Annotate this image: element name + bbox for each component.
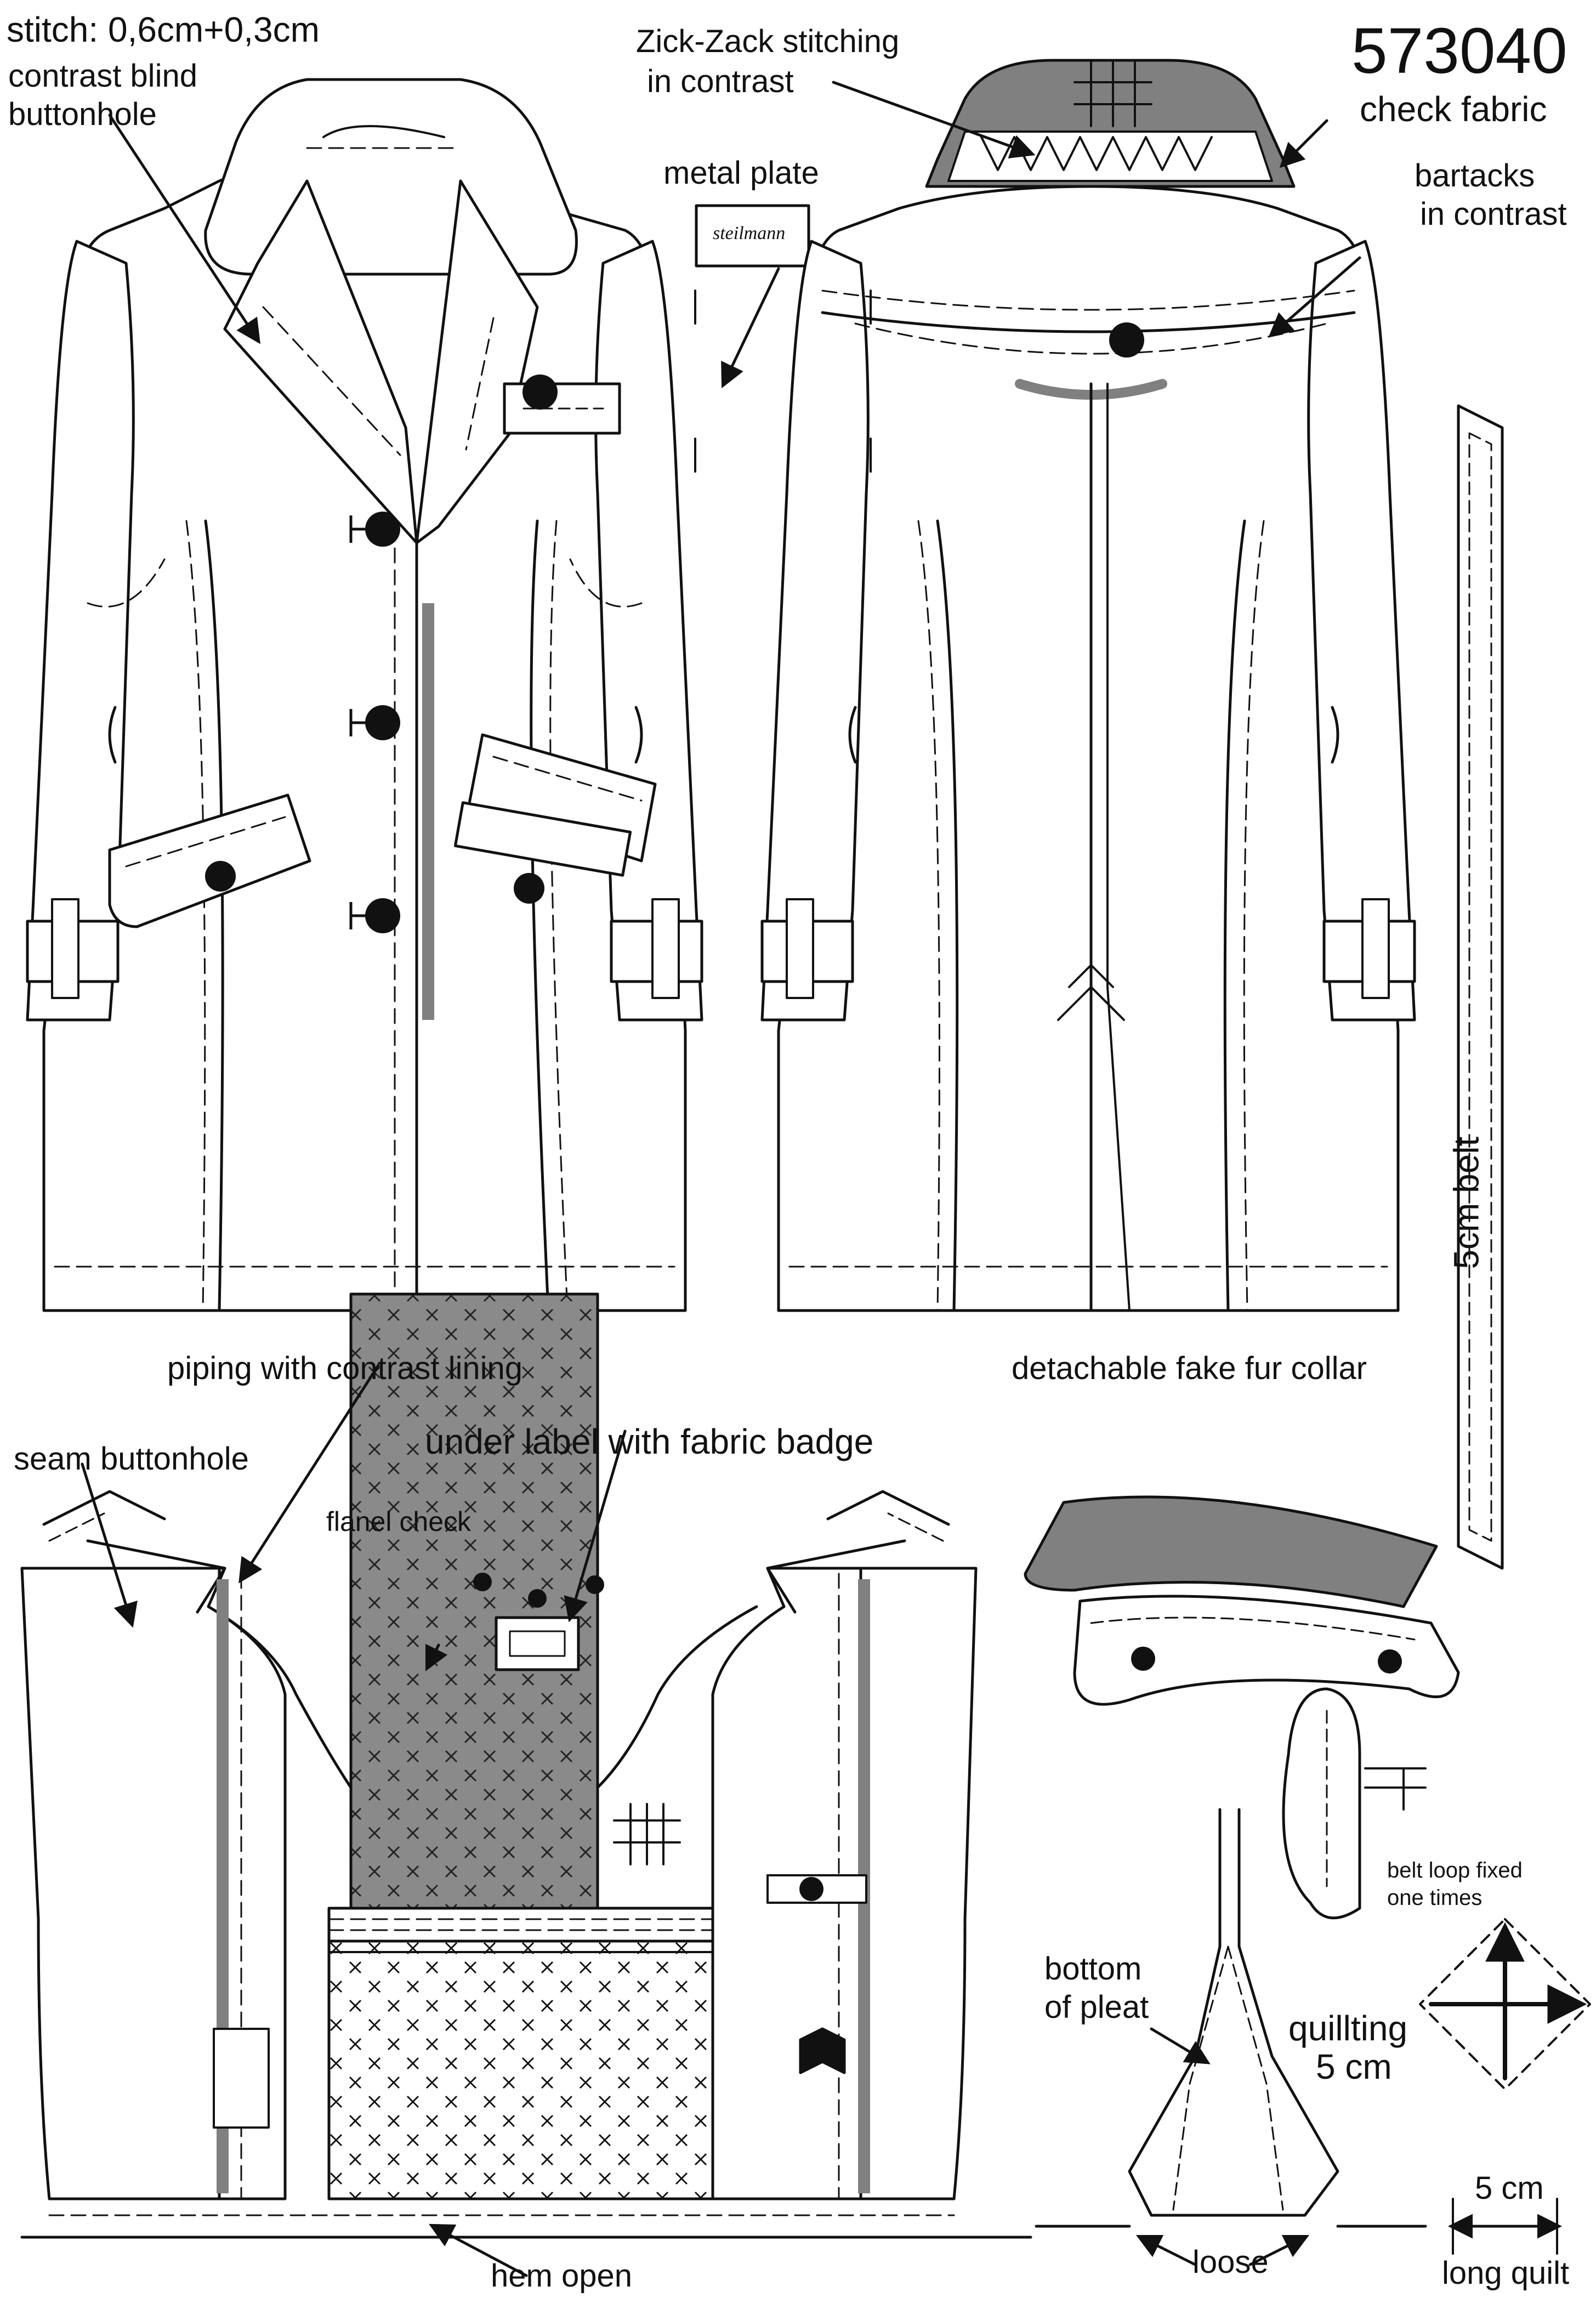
belt-loop bbox=[1282, 1687, 1361, 1920]
callout-blind-buttonhole-line1: contrast blind bbox=[8, 58, 197, 94]
callout-flanel-check: flanel check bbox=[326, 1506, 472, 1537]
button-dot-icon bbox=[514, 873, 544, 904]
pleat-detail bbox=[1035, 1808, 1427, 2228]
callout-pleat-line2: of pleat bbox=[1044, 1989, 1149, 2025]
front-pocket-flap-left bbox=[108, 793, 311, 928]
callout-belt-loop-line1: belt loop fixed bbox=[1387, 1858, 1523, 1882]
callout-bartacks-line1: bartacks bbox=[1415, 158, 1535, 194]
inside-lining-lower bbox=[327, 1918, 758, 2200]
inside-view bbox=[20, 1292, 1032, 2239]
callout-hem-open: hem open bbox=[491, 2258, 632, 2294]
back-body-outline bbox=[777, 185, 1400, 1312]
callout-bartacks-line2: in contrast bbox=[1420, 196, 1567, 232]
front-left-sleeve bbox=[26, 240, 135, 1022]
button-dot-icon bbox=[586, 1575, 604, 1594]
back-right-sleeve bbox=[1307, 240, 1416, 1022]
callout-check-fabric: check fabric bbox=[1360, 89, 1547, 129]
button-dot-icon bbox=[799, 1877, 823, 1901]
back-view bbox=[760, 59, 1416, 1312]
button-dot-icon bbox=[365, 705, 400, 740]
button-dot-icon bbox=[1378, 1649, 1402, 1674]
callout-arrows bbox=[81, 81, 1361, 2277]
callout-belt: 5cm belt bbox=[1446, 1136, 1486, 1269]
front-collar bbox=[204, 78, 578, 276]
back-left-sleeve bbox=[760, 240, 870, 1022]
fur-collar-top bbox=[1024, 1495, 1438, 1608]
callout-quilting-line1: quillting bbox=[1288, 2009, 1408, 2048]
front-view bbox=[26, 78, 810, 1312]
front-right-sleeve bbox=[594, 240, 703, 1022]
buttons bbox=[205, 322, 1402, 1901]
fur-collar-under bbox=[1073, 1595, 1460, 1706]
callout-blind-buttonhole-line2: buttonhole bbox=[8, 97, 157, 132]
style-number: 573040 bbox=[1351, 15, 1567, 87]
button-dot-icon bbox=[528, 1589, 547, 1608]
front-lapel-left bbox=[223, 179, 418, 544]
callout-loose: loose bbox=[1192, 2244, 1269, 2280]
quilt-direction-icon bbox=[1419, 1919, 1590, 2255]
callout-metal-plate: metal plate bbox=[663, 155, 819, 191]
callout-belt-loop-line2: one times bbox=[1387, 1886, 1483, 1910]
button-dot-icon bbox=[205, 861, 236, 892]
callout-detachable-collar: detachable fake fur collar bbox=[1012, 1351, 1367, 1386]
metal-plate-logo: steilmann bbox=[713, 223, 786, 243]
belt bbox=[1457, 404, 1504, 1570]
callout-under-label: under label with fabric badge bbox=[425, 1422, 874, 1461]
callout-zigzag-line2: in contrast bbox=[647, 64, 794, 99]
front-contrast-piping bbox=[422, 603, 434, 1020]
callout-piping: piping with contrast lining bbox=[167, 1351, 523, 1386]
button-dot-icon bbox=[522, 375, 558, 410]
button-dot-icon bbox=[1109, 322, 1144, 358]
callout-quilt-width: 5 cm bbox=[1475, 2170, 1544, 2206]
button-dot-icon bbox=[365, 898, 400, 933]
button-dot-icon bbox=[473, 1573, 492, 1591]
metal-plate bbox=[695, 204, 810, 268]
callout-seam-buttonhole: seam buttonhole bbox=[14, 1441, 249, 1477]
inside-lining-upper bbox=[349, 1292, 599, 1921]
front-lapel-right bbox=[415, 179, 539, 544]
callout-zigzag-line1: Zick-Zack stitching bbox=[636, 24, 900, 59]
button-dot-icon bbox=[1131, 1647, 1155, 1671]
detachable-collar bbox=[1024, 1495, 1460, 1920]
button-dot-icon bbox=[365, 512, 400, 547]
callout-quilting-line2: 5 cm bbox=[1316, 2047, 1392, 2086]
stitch-spec: stitch: 0,6cm+0,3cm bbox=[7, 10, 320, 49]
callout-long-quilt: long quilt bbox=[1442, 2255, 1570, 2291]
callout-pleat-line1: bottom bbox=[1044, 1951, 1142, 1987]
